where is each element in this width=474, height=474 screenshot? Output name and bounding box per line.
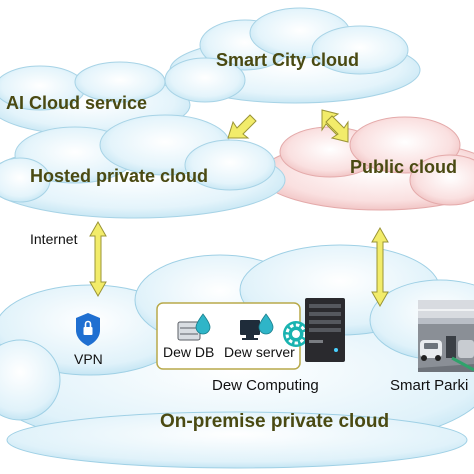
arrow-smartcity-to-public [321,109,349,143]
computer-icon [240,313,274,340]
dew-server-label: Dew server [224,344,295,360]
server-tower-icon [305,298,345,362]
smart-city-cloud-shape [164,7,421,104]
database-icon [177,313,211,341]
parking-photo [418,300,474,372]
ai-cloud-shape [0,61,191,136]
arrow-public-to-onpremise [371,226,389,308]
arrow-hosted-to-onpremise [89,220,107,298]
shield-lock-icon [76,313,100,346]
vpn-label: VPN [74,351,103,367]
arrow-ai-to-smartcity [227,114,257,139]
smart-parking-label: Smart Parki [390,377,469,394]
dew-db-label: Dew DB [163,344,215,360]
public-cloud-shape [259,116,474,211]
smart-city-cloud-label: Smart City cloud [216,50,360,70]
dew-computing-label: Dew Computing [212,377,319,394]
public-cloud-label: Public cloud [350,157,458,177]
on-premise-cloud-label: On-premise private cloud [160,411,390,432]
ai-cloud-service-label: AI Cloud service [6,93,148,113]
internet-label: Internet [30,231,78,247]
hosted-private-cloud-shape [0,114,286,219]
hosted-private-cloud-label: Hosted private cloud [30,166,209,186]
